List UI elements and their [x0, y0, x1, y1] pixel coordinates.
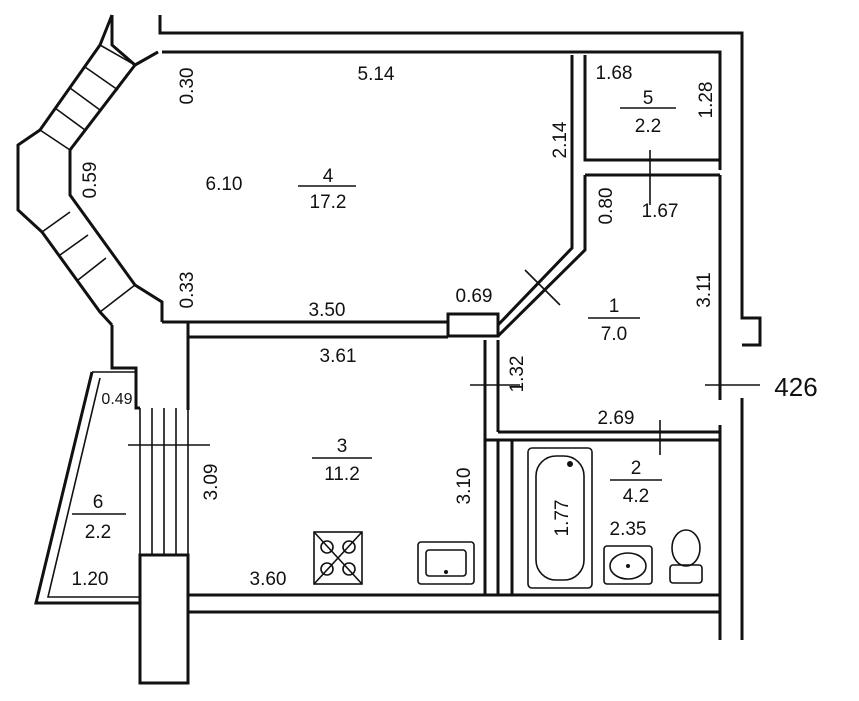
- dim-0-69: 0.69: [456, 286, 493, 307]
- room-labels: 4 17.2 5 2.2 1 7.0 3 11.2 2 4.2 6 2.2: [72, 88, 676, 543]
- bathtub: [527, 447, 593, 589]
- room-6-area: 2.2: [85, 522, 111, 543]
- room-4-area: 17.2: [310, 192, 347, 213]
- dim-1-77: 1.77: [552, 500, 573, 537]
- dim-0-33: 0.33: [177, 272, 198, 309]
- room-2-number: 2: [631, 458, 642, 479]
- kitchen-sink: [417, 541, 475, 585]
- dim-1-28: 1.28: [696, 82, 717, 119]
- bathroom-sink: [603, 545, 653, 585]
- dim-3-50: 3.50: [309, 300, 346, 321]
- stove: [313, 531, 363, 585]
- dim-2-69: 2.69: [598, 408, 635, 429]
- dim-3-10: 3.10: [454, 468, 475, 505]
- dimension-labels: 5.14 0.30 0.59 0.33 6.10 2.14 1.68 1.28 …: [72, 63, 717, 590]
- outer-walls: [16, 14, 762, 685]
- apartment-number: 426: [774, 372, 817, 402]
- dim-2-35: 2.35: [610, 519, 647, 540]
- room-6-number: 6: [93, 492, 104, 513]
- dim-1-20: 1.20: [72, 569, 109, 590]
- dim-0-59: 0.59: [80, 162, 101, 199]
- dim-3-61: 3.61: [320, 346, 357, 367]
- interior-walls: [188, 55, 760, 595]
- dim-1-32: 1.32: [507, 356, 528, 393]
- dim-0-30: 0.30: [177, 68, 198, 105]
- dim-0-80: 0.80: [596, 188, 617, 225]
- dim-6-10: 6.10: [206, 174, 243, 195]
- room-5-area: 2.2: [635, 116, 661, 137]
- room-4-number: 4: [323, 166, 334, 187]
- toilet: [669, 529, 703, 584]
- dim-2-14: 2.14: [550, 121, 571, 158]
- dim-3-60: 3.60: [250, 569, 287, 590]
- dim-3-09: 3.09: [201, 464, 222, 501]
- room-2-area: 4.2: [623, 486, 649, 507]
- dim-3-11: 3.11: [694, 272, 715, 308]
- room-1-number: 1: [609, 296, 620, 317]
- room-3-area: 11.2: [324, 464, 360, 485]
- dim-1-68: 1.68: [596, 63, 633, 84]
- dim-0-49: 0.49: [101, 391, 132, 408]
- fixtures: [313, 447, 703, 589]
- dim-1-67: 1.67: [642, 201, 679, 222]
- dim-5-14: 5.14: [358, 64, 395, 85]
- room-1-area: 7.0: [601, 324, 627, 345]
- room-5-number: 5: [643, 88, 654, 109]
- room-3-number: 3: [337, 436, 348, 457]
